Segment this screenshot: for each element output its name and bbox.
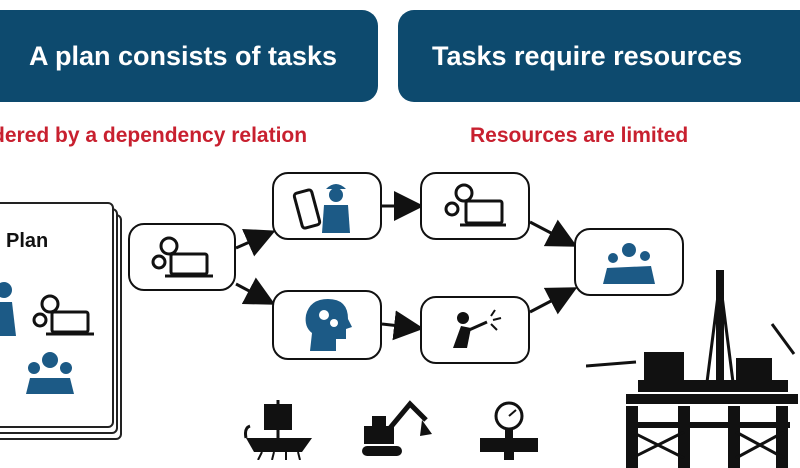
welder-icon <box>453 309 502 348</box>
task-node-root <box>128 223 236 291</box>
subtitle-resources-limited: Resources are limited <box>470 124 689 147</box>
gears-laptop-icon <box>444 183 506 227</box>
task-node-meeting <box>574 228 684 296</box>
plan-label: Plan <box>6 230 49 252</box>
engineer-blueprint-icon <box>292 184 350 233</box>
header-left-title: A plan consists of tasks <box>28 40 338 71</box>
task-node-thinker <box>272 290 382 360</box>
arrow-thinker-to-welding <box>381 310 424 341</box>
arrow-root-to-thinker <box>235 277 276 305</box>
head-gears-icon <box>305 299 352 351</box>
engineer-icon <box>0 282 16 336</box>
arrow-root-to-engineer <box>235 228 276 257</box>
people-group-icon <box>26 352 74 394</box>
arrow-welding-to-meeting <box>529 287 578 315</box>
offshore-oil-rig-icon <box>586 270 798 468</box>
header-plan-consists-of-tasks: A plan consists of tasks <box>0 10 378 102</box>
header-right-title: Tasks require resources <box>432 40 743 71</box>
subtitle-dependency-relation: dered by a dependency relation <box>0 124 308 147</box>
gears-laptop-icon <box>32 294 94 336</box>
people-group-icon <box>603 243 655 284</box>
excavator-icon <box>362 400 432 456</box>
task-node-planning <box>420 172 530 240</box>
gears-laptop-icon <box>151 236 213 278</box>
viking-ship-icon <box>244 400 312 460</box>
task-node-welding <box>420 296 530 364</box>
arrow-planning-to-meeting <box>529 219 578 247</box>
pressure-gauge-icon <box>480 401 538 460</box>
header-tasks-require-resources: Tasks require resources <box>398 10 800 102</box>
task-node-engineer <box>272 172 382 240</box>
